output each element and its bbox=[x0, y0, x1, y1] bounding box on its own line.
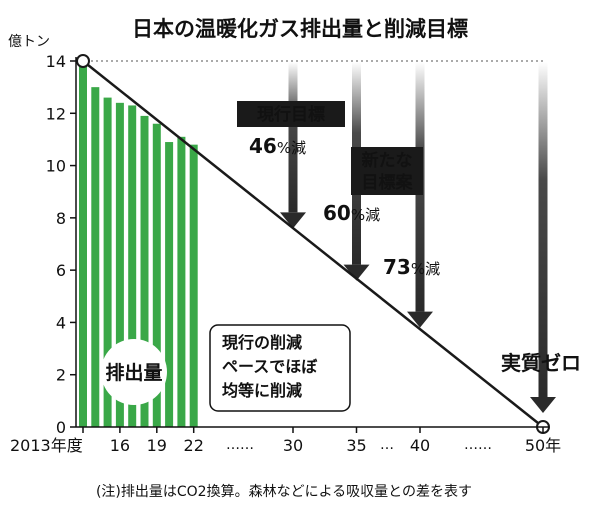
x-tick-label-2013: 2013年度 bbox=[10, 436, 83, 455]
y-tick-label-0: 0 bbox=[56, 418, 66, 437]
y-tick-label-10: 10 bbox=[46, 157, 66, 176]
bar-2017 bbox=[128, 105, 137, 427]
bar-2021 bbox=[177, 136, 186, 428]
current-target-label: 現行目標 bbox=[257, 104, 325, 125]
bar-2013 bbox=[79, 58, 87, 428]
start-point-marker bbox=[76, 54, 90, 68]
x-ellipsis-after-2040: …… bbox=[464, 437, 492, 453]
target-arrow-head-2050 bbox=[530, 397, 556, 413]
target-arrow-head-2035 bbox=[343, 264, 370, 281]
x-ellipsis-after-2022: …… bbox=[226, 437, 254, 453]
new-target-label-line-1: 新たな bbox=[362, 150, 413, 171]
series-label-bubble bbox=[101, 339, 167, 405]
new-target-box bbox=[351, 147, 423, 195]
chart-title: 日本の温暖化ガス排出量と削減目標 bbox=[132, 17, 468, 41]
series-label: 排出量 bbox=[105, 361, 162, 384]
x-tick-label-2019: 19 bbox=[147, 436, 167, 455]
footnote: (注)排出量はCO2換算。森林などによる吸収量との差を表す bbox=[96, 484, 472, 500]
target-arrow-head-2030 bbox=[280, 212, 306, 229]
bar-2018 bbox=[140, 115, 149, 428]
reduction-label-2035: 60%減 bbox=[323, 201, 380, 225]
reduction-label-2040: 73%減 bbox=[383, 255, 440, 279]
annotation-line-2: ペースでほぼ bbox=[222, 357, 318, 376]
x-tick-label-2022: 22 bbox=[184, 436, 204, 455]
x-tick-label-2040: 40 bbox=[410, 436, 430, 455]
x-tick-label-2050: 50年 bbox=[525, 436, 561, 455]
target-arrow-head-2040 bbox=[407, 311, 433, 328]
bar-2020 bbox=[165, 142, 174, 428]
y-tick-label-2: 2 bbox=[56, 366, 66, 385]
new-target-label-line-2: 目標案 bbox=[362, 172, 414, 193]
net-zero-label: 実質ゼロ bbox=[501, 351, 581, 375]
y-tick-label-8: 8 bbox=[56, 209, 66, 228]
bar-2019 bbox=[152, 123, 161, 427]
y-tick-label-4: 4 bbox=[56, 313, 66, 332]
y-tick-label-6: 6 bbox=[56, 261, 66, 280]
x-tick-label-2016: 16 bbox=[110, 436, 130, 455]
x-tick-label-2035: 35 bbox=[346, 436, 366, 455]
current-target-box bbox=[237, 101, 345, 127]
annotation-line-3: 均等に削減 bbox=[222, 381, 302, 400]
bar-2014 bbox=[91, 87, 100, 428]
bar-2022 bbox=[189, 144, 198, 427]
y-tick-label-12: 12 bbox=[46, 104, 66, 123]
bar-2015 bbox=[103, 97, 112, 427]
y-tick-label-14: 14 bbox=[46, 52, 66, 71]
annotation-box bbox=[209, 324, 351, 412]
y-axis-label: 億トン bbox=[8, 34, 50, 50]
x-tick-label-2030: 30 bbox=[283, 436, 303, 455]
bar-2016 bbox=[115, 102, 124, 427]
annotation-line-1: 現行の削減 bbox=[222, 333, 302, 352]
x-ellipsis-after-2035: … bbox=[380, 437, 394, 453]
target-arrow-shaft-2030 bbox=[288, 62, 298, 213]
reduction-label-2030: 46%減 bbox=[249, 134, 306, 158]
target-line bbox=[82, 60, 544, 428]
target-arrow-shaft-2050 bbox=[538, 62, 548, 397]
